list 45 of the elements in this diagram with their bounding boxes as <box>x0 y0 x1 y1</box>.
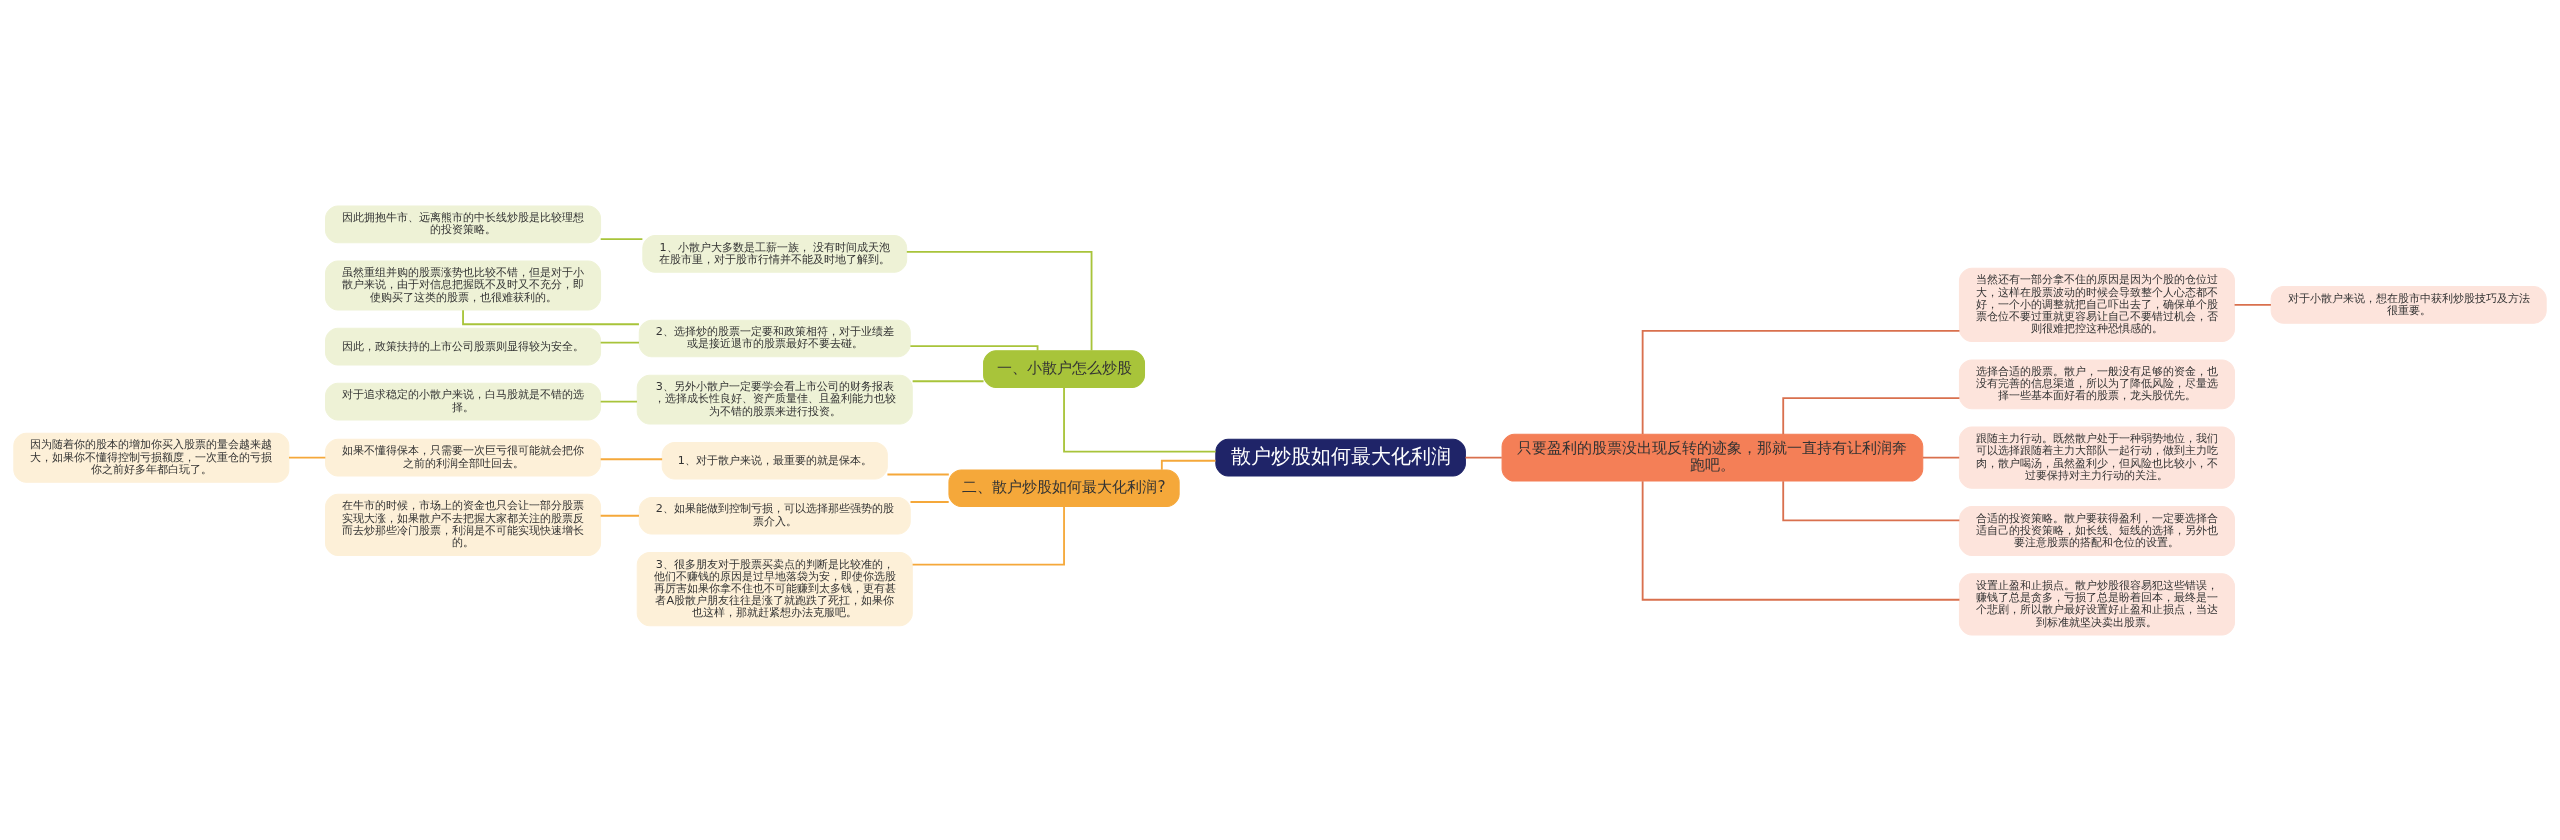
node-box: 因为随着你的股本的增加你买入股票的量会越来越大，如果你不懂得控制亏损额度，一次重仓的亏损你之前好多年都白玩了。 <box>13 432 290 483</box>
connector <box>599 237 644 240</box>
node-box: 3、很多朋友对于股票买卖点的判断是比较准的，他们不赚钱的原因是过早地落袋为安，即使你选股再厉害如果你拿不住也不可能赚到太多钱，更有甚者A股散户朋友往往是涨了就跑跌了死扛，如果你也这样，那就赶紧想办法克服吧。 <box>636 551 913 626</box>
connector <box>1464 456 1503 459</box>
connector <box>599 400 638 403</box>
connector <box>1063 386 1217 452</box>
node-box: 当然还有一部分拿不住的原因是因为个股的仓位过大，这样在股票波动的时候会导致整个人心态都不好，一个小的调整就把自己吓出去了，确保单个股票仓位不要过重就更容易让自己不要错过机会，否则很难把控这种恐惧感的。 <box>1958 267 2235 342</box>
node-box: 散户炒股如何最大化利润 <box>1215 438 1466 477</box>
node-box: 合适的投资策略。散户要获得盈利，一定要选择合适自己的投资策略，如长线、短线的选择，另外也要注意股票的搭配和仓位的设置。 <box>1958 505 2235 556</box>
node-box: 3、另外小散户一定要学会看上市公司的财务报表，选择成长性良好、资产质量佳、且盈利能力也较为不错的股票来进行投资。 <box>636 374 913 425</box>
node-box: 二、散户炒股如何最大化利润? <box>948 468 1180 507</box>
connector <box>909 344 1039 351</box>
node-box: 1、小散户大多数是工薪一族， 没有时间成天泡在股市里，对于股市行情并不能及时地了解到。 <box>642 234 908 273</box>
connector <box>599 341 640 343</box>
connector <box>2233 303 2272 306</box>
node-box: 在牛市的时候，市场上的资金也只会让一部分股票实现大涨，如果散户不去把握大家都关注的股票反而去炒那些冷门股票，利润是不可能实现快速增长的。 <box>325 493 602 556</box>
connector <box>288 456 327 459</box>
connector <box>1782 479 1961 521</box>
node-box: 只要盈利的股票没出现反转的迹象，那就一直持有让利润奔跑吧。 <box>1501 433 1924 482</box>
connector <box>599 514 640 517</box>
connector <box>911 505 1065 566</box>
node-box: 设置止盈和止损点。散户炒股很容易犯这些错误，赚钱了总是贪多，亏损了总是盼着回本，最终是一个悲剧，所以散户最好设置好止盈和止损点，当达到标准就坚决卖出股票。 <box>1958 572 2235 635</box>
node-box: 选择合适的股票。散户，一般没有足够的资金，也没有完善的信息渠道，所以为了降低风险，尽量选择一些基本面好看的股票，龙头股优先。 <box>1958 358 2235 409</box>
connector <box>462 308 640 325</box>
node-box: 对于小散户来说，想在股市中获利炒股技巧及方法很重要。 <box>2270 285 2547 324</box>
node-box: 一、小散户怎么炒股 <box>983 349 1146 388</box>
node-box: 跟随主力行动。既然散户处于一种弱势地位，我们可以选择跟随着主力大部队一起行动，做到主力吃肉，散户喝汤，虽然盈利少，但风险也比较小，不过要保持对主力行动的关注。 <box>1958 426 2235 489</box>
connector <box>1641 479 1961 601</box>
connector <box>909 500 950 503</box>
node-box: 如果不懂得保本，只需要一次巨亏很可能就会把你之前的利润全部吐回去。 <box>325 438 602 477</box>
connector <box>1641 329 1961 435</box>
node-box: 对于追求稳定的小散户来说，白马股就是不错的选择。 <box>325 382 602 420</box>
node-box: 1、对于散户来说，最重要的就是保本。 <box>661 441 888 480</box>
connector <box>1922 456 1961 459</box>
connector <box>1160 459 1217 471</box>
node-box: 2、选择炒的股票一定要和政策相符，对于业绩差或是接近退市的股票最好不要去碰。 <box>638 319 911 357</box>
connector <box>599 457 664 460</box>
connector <box>911 379 985 382</box>
node-box: 因此，政策扶持的上市公司股票则显得较为安全。 <box>325 327 602 365</box>
connector <box>1782 396 1961 435</box>
node-box: 2、如果能做到控制亏损，可以选择那些强势的股票介入。 <box>638 496 911 535</box>
connector <box>886 473 950 475</box>
node-box: 因此拥抱牛市、远离熊市的中长线炒股是比较理想的投资策略。 <box>325 205 602 243</box>
connector <box>905 250 1093 351</box>
node-box: 虽然重组并购的股票涨势也比较不错，但是对于小散户来说，由于对信息把握既不及时又不充分，即使购买了这类的股票，也很难获利的。 <box>325 260 602 310</box>
